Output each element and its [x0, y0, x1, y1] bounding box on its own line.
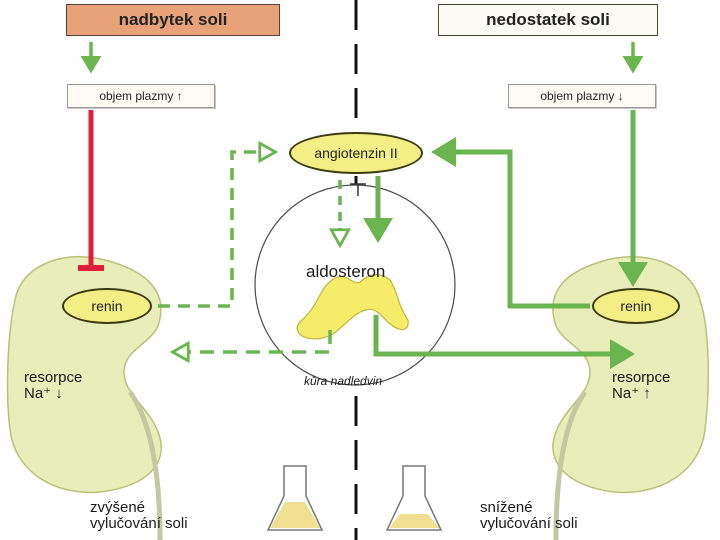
flask-right: [385, 465, 443, 531]
ureter-left: [127, 390, 163, 540]
title-box-left: nadbytek soli: [66, 4, 280, 36]
arrow-renin-angiotensin-left: [158, 152, 272, 308]
renin-right: renin: [620, 298, 652, 314]
plasma-left: objem plazmy ↑: [99, 89, 183, 103]
renin-left: renin: [91, 298, 123, 314]
renin-pill-left: renin: [62, 288, 152, 324]
aldosteron-label: aldosteron: [306, 262, 386, 281]
title-left: nadbytek soli: [118, 10, 228, 29]
flask-left: [266, 465, 324, 531]
plasma-box-right: objem plazmy ↓: [508, 84, 656, 108]
excretion-right: snížené vylučování soli: [480, 499, 578, 532]
adrenal-cortex-label: kůra nadledvin: [304, 374, 383, 388]
ureter-right: [553, 390, 588, 540]
angiotensin-label: angiotenzin II: [314, 145, 398, 161]
title-right: nedostatek soli: [486, 10, 610, 29]
plasma-box-left: objem plazmy ↑: [67, 84, 215, 108]
resorption-left: resorpce Na⁺ ↓: [24, 369, 83, 402]
renin-pill-right: renin: [592, 288, 680, 324]
adrenal-gland: [296, 274, 409, 340]
title-box-right: nedostatek soli: [438, 4, 658, 36]
arrow-renin-angiotensin-right: [431, 137, 590, 309]
excretion-left: zvýšené vylučování soli: [90, 499, 188, 532]
arrow-aldosteron-resorption-left: [176, 330, 332, 352]
resorption-right: resorpce Na⁺ ↑: [612, 369, 671, 402]
arrow-aldosteron-resorption-right: [373, 315, 635, 369]
angiotensin-pill: angiotenzin II: [289, 132, 423, 174]
plasma-right: objem plazmy ↓: [540, 89, 624, 103]
